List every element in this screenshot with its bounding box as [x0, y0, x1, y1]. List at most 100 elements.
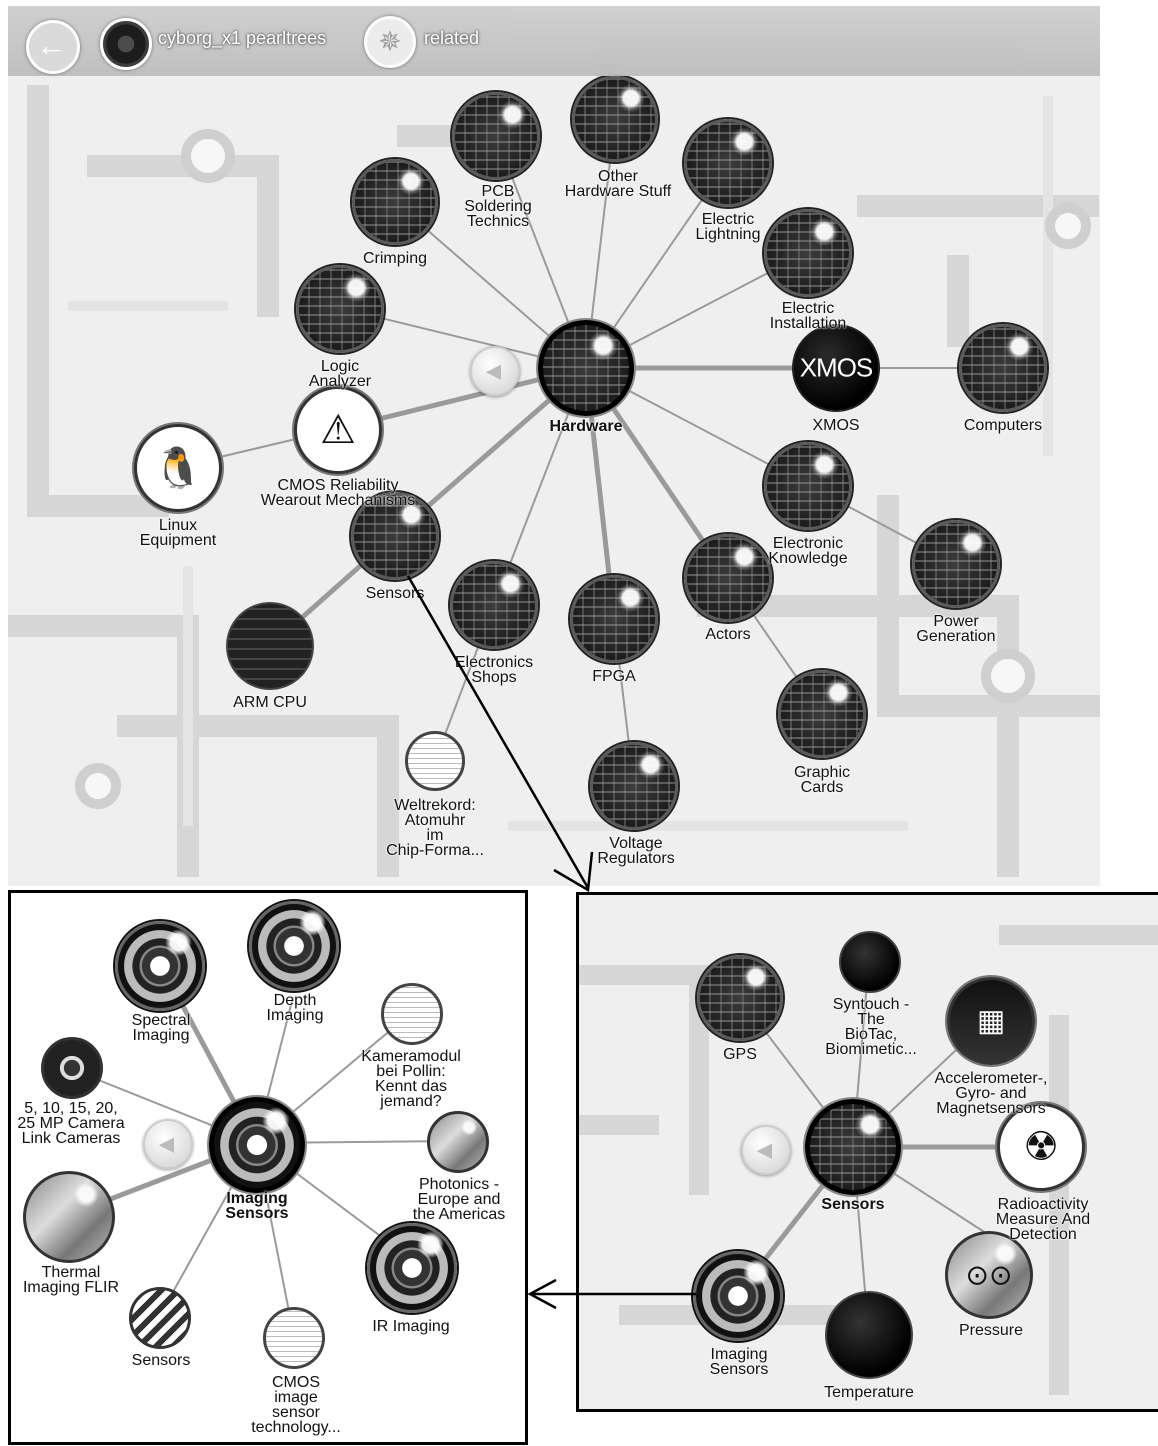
- label-imaging-sensors: Imaging Sensors: [709, 1346, 769, 1378]
- node-electronics-shops[interactable]: [450, 561, 538, 649]
- node-imaging-sensors-hub[interactable]: [209, 1097, 305, 1193]
- node-fpga[interactable]: [570, 575, 658, 663]
- back-button[interactable]: ←: [26, 20, 80, 74]
- collapse-button[interactable]: ◀: [470, 346, 520, 396]
- user-pearltrees-title[interactable]: cyborg_x1 pearltrees: [158, 28, 327, 48]
- label-sensors-hub: Sensors: [821, 1196, 885, 1213]
- node-pcb-soldering[interactable]: [452, 92, 540, 180]
- hardware-map: ◀ XMOS ⚠ 🐧 PCB Soldering Technics Other …: [8, 6, 1100, 886]
- node-other-hardware[interactable]: [572, 76, 658, 162]
- imaging-collapse-button[interactable]: ◀: [143, 1119, 193, 1169]
- label-cmos-reliability: CMOS Reliability Wearout Mechanisms: [260, 477, 416, 509]
- node-hardware-hub[interactable]: [538, 320, 634, 416]
- node-accelerometer[interactable]: ▦: [947, 977, 1035, 1065]
- node-photonics[interactable]: [427, 1111, 489, 1173]
- node-electric-lightning[interactable]: [684, 119, 772, 207]
- label-actors: Actors: [705, 626, 751, 643]
- circuit-board-icon: ▦: [976, 1004, 1006, 1038]
- node-electronic-knowledge[interactable]: [764, 442, 852, 530]
- label-voltage-regulators: Voltage Regulators: [597, 835, 675, 867]
- tux-penguin-icon: 🐧: [153, 446, 203, 491]
- label-electric-lightning: Electric Lightning: [695, 211, 761, 243]
- node-sensors-hub[interactable]: [805, 1099, 901, 1195]
- label-radioactivity: Radioactivity Measure And Detection: [995, 1196, 1091, 1243]
- node-thermal-imaging[interactable]: [23, 1171, 115, 1263]
- label-thermal-imaging: Thermal Imaging FLIR: [22, 1264, 120, 1296]
- esd-warning-icon: ⚠: [320, 408, 356, 452]
- node-graphic-cards[interactable]: [778, 670, 866, 758]
- label-imaging-sensors-hub: Imaging Sensors: [225, 1190, 289, 1222]
- label-cmos-image-sensor: CMOS image sensor technology...: [251, 1374, 341, 1436]
- label-pressure: Pressure: [958, 1322, 1024, 1339]
- label-arm-cpu: ARM CPU: [233, 694, 307, 711]
- label-logic-analyzer: Logic Analyzer: [308, 358, 372, 390]
- user-avatar[interactable]: [100, 18, 152, 70]
- node-gps[interactable]: [697, 955, 783, 1041]
- label-electronic-knowledge: Electronic Knowledge: [768, 535, 848, 567]
- related-label[interactable]: related: [424, 28, 480, 48]
- node-kameramodul[interactable]: [381, 983, 443, 1045]
- label-kameramodul: Kameramodul bei Pollin: Kennt das jemand…: [361, 1048, 461, 1110]
- label-xmos: XMOS: [812, 417, 860, 434]
- label-gps: GPS: [723, 1046, 757, 1063]
- node-xmos[interactable]: XMOS: [792, 324, 880, 412]
- label-power-generation: Power Generation: [916, 613, 996, 645]
- label-ir-imaging: IR Imaging: [372, 1318, 450, 1335]
- imaging-sensors-panel: ◀ Spectral Imaging Depth Imaging Kameram…: [8, 890, 528, 1445]
- label-crimping: Crimping: [362, 250, 428, 267]
- label-linux-equipment: Linux Equipment: [139, 517, 217, 549]
- related-button[interactable]: ✵: [364, 16, 416, 68]
- node-syntouch[interactable]: [839, 931, 901, 993]
- label-electronics-shops: Electronics Shops: [454, 654, 534, 686]
- label-sensors-small: Sensors: [131, 1352, 191, 1369]
- label-temperature: Temperature: [824, 1384, 914, 1401]
- node-cmos-reliability[interactable]: ⚠: [294, 386, 382, 474]
- chevron-left-icon: ◀: [485, 360, 502, 383]
- label-accelerometer: Accelerometer-, Gyro- and Magnetsensors: [934, 1070, 1048, 1117]
- node-weltrekord[interactable]: [405, 731, 465, 791]
- node-crimping[interactable]: [352, 159, 438, 245]
- label-photonics: Photonics - Europe and the Americas: [412, 1176, 506, 1223]
- radiation-icon: ☢: [1023, 1125, 1059, 1169]
- top-bar: ← cyborg_x1 pearltrees ✵ related: [8, 6, 1100, 76]
- label-hardware-hub: Hardware: [549, 418, 623, 435]
- node-sensors[interactable]: [351, 492, 439, 580]
- node-logic-analyzer[interactable]: [296, 265, 384, 353]
- sensors-panel: ◀ ▦ ☢ ⊙⊙ GPS Syntouch - The BioTac, Biom…: [576, 892, 1158, 1412]
- node-pressure[interactable]: ⊙⊙: [945, 1231, 1033, 1319]
- node-ir-imaging[interactable]: [367, 1223, 457, 1313]
- label-electric-installation: Electric Installation: [769, 300, 847, 332]
- node-cmos-image-sensor[interactable]: [263, 1307, 325, 1369]
- node-imaging-sensors[interactable]: [693, 1251, 783, 1341]
- sensors-collapse-button[interactable]: ◀: [741, 1125, 791, 1175]
- label-syntouch: Syntouch - The BioTac, Biomimetic...: [825, 996, 917, 1058]
- chevron-left-icon: ◀: [158, 1133, 175, 1156]
- node-temperature[interactable]: [825, 1291, 913, 1379]
- xmos-logo: XMOS: [799, 352, 874, 383]
- node-radioactivity[interactable]: ☢: [997, 1103, 1085, 1191]
- label-fpga: FPGA: [592, 668, 636, 685]
- arrow-left-icon: ←: [36, 29, 67, 63]
- label-depth-imaging: Depth Imaging: [266, 992, 324, 1024]
- label-sensors: Sensors: [365, 585, 425, 602]
- node-computers[interactable]: [959, 324, 1047, 412]
- node-depth-imaging[interactable]: [249, 901, 339, 991]
- node-power-generation[interactable]: [912, 520, 1000, 608]
- node-camera-link[interactable]: [41, 1037, 103, 1099]
- label-camera-link: 5, 10, 15, 20, 25 MP Camera Link Cameras: [17, 1100, 125, 1147]
- node-spectral-imaging[interactable]: [115, 921, 205, 1011]
- label-pcb-soldering: PCB Soldering Technics: [464, 183, 532, 230]
- label-computers: Computers: [963, 417, 1043, 434]
- node-voltage-regulators[interactable]: [590, 742, 678, 830]
- node-actors[interactable]: [684, 534, 772, 622]
- node-linux-equipment[interactable]: 🐧: [134, 424, 222, 512]
- label-spectral-imaging: Spectral Imaging: [131, 1012, 191, 1044]
- node-arm-cpu[interactable]: [226, 602, 314, 690]
- label-weltrekord: Weltrekord: Atomuhr im Chip-Forma...: [386, 797, 484, 859]
- label-other-hardware: Other Hardware Stuff: [564, 168, 672, 200]
- node-electric-installation[interactable]: [764, 209, 852, 297]
- node-sensors-small[interactable]: [129, 1287, 191, 1349]
- compass-star-icon: ✵: [378, 25, 402, 57]
- chevron-left-icon: ◀: [756, 1139, 773, 1162]
- label-graphic-cards: Graphic Cards: [793, 764, 851, 796]
